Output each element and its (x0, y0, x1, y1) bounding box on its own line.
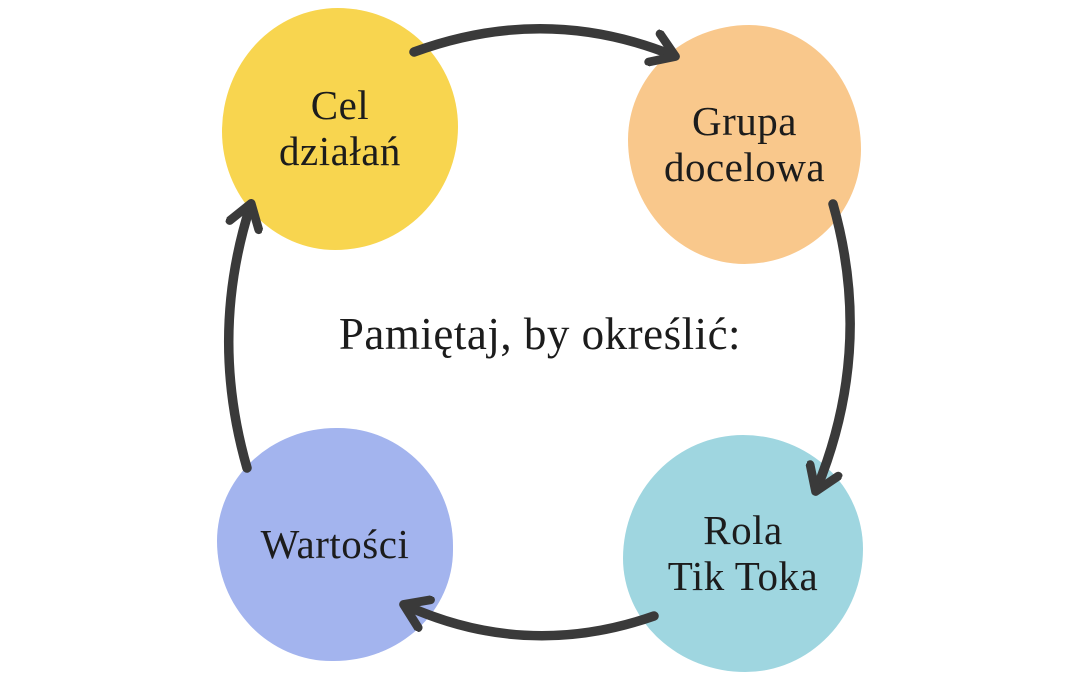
node-label-cel-dzialan: Cel działań (279, 82, 401, 174)
node-label-wartosci: Wartości (260, 520, 410, 567)
node-label-grupa-docelowa: Grupa docelowa (663, 97, 826, 190)
cycle-node-cel-dzialan: Cel działań (222, 8, 458, 250)
diagram-center-title: Pamiętaj, by określić: (338, 309, 742, 359)
node-label-rola-tik-toka: Rola Tik Toka (667, 506, 819, 599)
arrow-rola-to-wartosci (407, 606, 659, 641)
cycle-node-grupa-docelowa: Grupa docelowa (628, 25, 861, 264)
arrow-cel-to-grupa (409, 23, 672, 55)
cycle-node-wartosci: Wartości (217, 428, 453, 661)
cycle-node-rola-tik-toka: Rola Tik Toka (623, 435, 863, 672)
